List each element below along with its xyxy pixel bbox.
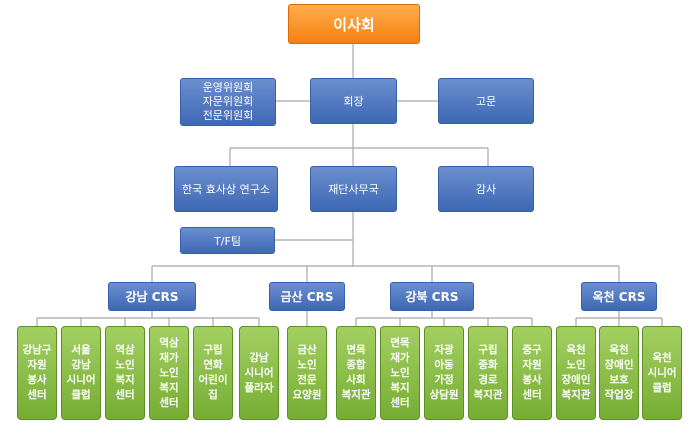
center-node[interactable]: 옥천 노인 장애인 복지관 [556, 326, 596, 420]
committees-node[interactable]: 운영위원회 자문위원회 전문위원회 [180, 78, 276, 126]
center-node[interactable]: 면목 재가 노인 복지 센터 [380, 326, 420, 420]
center-node[interactable]: 서울 강남 시니어 클럽 [61, 326, 101, 420]
region-node[interactable]: 강남 CRS [108, 282, 196, 311]
chairman-node[interactable]: 회장 [310, 78, 397, 124]
secretariat-node[interactable]: 재단사무국 [310, 166, 397, 212]
center-node[interactable]: 역삼 노인 복지 센터 [105, 326, 145, 420]
center-node[interactable]: 면목 종합 사회 복지관 [336, 326, 376, 420]
region-node[interactable]: 금산 CRS [269, 282, 345, 311]
region-node[interactable]: 강북 CRS [390, 282, 474, 311]
audit-node[interactable]: 감사 [438, 166, 534, 212]
region-node[interactable]: 옥천 CRS [581, 282, 657, 311]
center-node[interactable]: 구립 중화 경로 복지관 [468, 326, 508, 420]
center-node[interactable]: 중구 자원 봉사 센터 [512, 326, 552, 420]
center-node[interactable]: 자광 아동 가정 상담원 [424, 326, 464, 420]
advisor-node[interactable]: 고문 [438, 78, 534, 124]
center-node[interactable]: 구립 연화 어린이 집 [193, 326, 233, 420]
institute-node[interactable]: 한국 효사상 연구소 [174, 166, 278, 212]
tf-team-node[interactable]: T/F팀 [180, 227, 275, 254]
center-node[interactable]: 강남 시니어 플라자 [239, 326, 279, 420]
center-node[interactable]: 금산 노인 전문 요양원 [287, 326, 327, 420]
center-node[interactable]: 강남구 자원 봉사 센터 [17, 326, 57, 420]
center-node[interactable]: 역삼 재가 노인 복지 센터 [149, 326, 189, 420]
center-node[interactable]: 옥천 시니어 클럽 [642, 326, 682, 420]
board-node[interactable]: 이사회 [288, 4, 420, 44]
center-node[interactable]: 옥천 장애인 보호 작업장 [599, 326, 639, 420]
